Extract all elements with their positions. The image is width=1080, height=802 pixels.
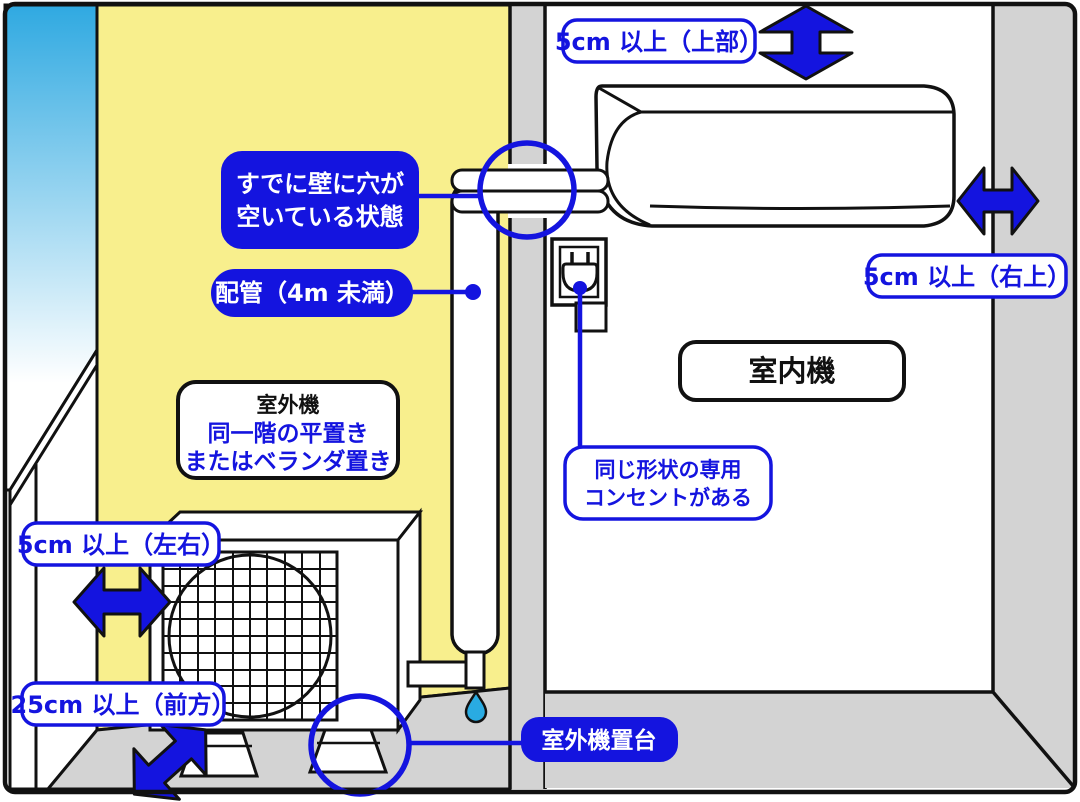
outdoor-unit-side [396, 507, 422, 735]
top-clearance-arrow-icon [758, 4, 854, 81]
outdoor-unit-title-text: 室外機 [257, 393, 320, 417]
piping-label: 配管（4m 未満） [211, 269, 413, 317]
drain-stub [464, 650, 486, 690]
indoor-wall-floor-lines [545, 5, 1076, 789]
wall-hole-text-line2: 空いている状態 [236, 203, 403, 231]
indoor-room [545, 5, 1076, 789]
pipe-upper [450, 168, 610, 193]
plug-prongs-icon [570, 252, 590, 264]
outdoor-unit-box [176, 380, 400, 480]
wall-hole-text-line1: すでに壁に穴が [236, 170, 404, 198]
indoor-unit-panel-seam [649, 204, 951, 210]
top-clearance-box [561, 18, 757, 64]
wall-hole-box [221, 151, 419, 249]
outlet-text-line2: コンセントがある [584, 486, 752, 510]
indoor-unit-text: 室内機 [748, 354, 835, 388]
top-clearance-label: 5cm 以上（上部） [555, 18, 763, 64]
indoor-unit [594, 84, 956, 228]
front-clearance-label: 25cm 以上（前方） [11, 681, 236, 727]
side-clearance-label: 5cm 以上（左右） [17, 521, 225, 567]
front-clearance-text: 25cm 以上（前方） [11, 691, 236, 719]
right-clearance-text: 5cm 以上（右上） [863, 263, 1071, 291]
outlet-box [563, 445, 773, 521]
front-clearance-arrow-icon [132, 723, 208, 801]
indoor-unit-left-cap [605, 110, 651, 227]
side-clearance-box [21, 521, 221, 567]
drain-elbow [406, 660, 468, 688]
indoor-unit-label: 室内機 [678, 340, 906, 402]
grille-grid [163, 552, 337, 720]
side-clearance-text: 5cm 以上（左右） [17, 531, 225, 559]
stand-text: 室外機置台 [542, 727, 657, 754]
partition-wall [508, 5, 547, 789]
outdoor-unit-label: 室外機 同一階の平置き またはベランダ置き [176, 380, 400, 480]
indoor-gray-structure [545, 5, 1073, 788]
piping-text: 配管（4m 未満） [215, 279, 409, 307]
stand-right [307, 728, 389, 774]
outdoor-unit-text-line1: 同一階の平置き [208, 421, 369, 447]
front-clearance-box [20, 681, 226, 727]
wall-hole-highlight-circle [477, 140, 577, 240]
power-outlet [550, 237, 608, 449]
stand-box [521, 717, 678, 762]
railing-top-edge [8, 364, 99, 506]
right-clearance-arrow-icon [956, 166, 1040, 236]
outlet-text-line1: 同じ形状の専用 [595, 458, 742, 482]
vertical-pipe [450, 180, 500, 656]
right-clearance-label: 5cm 以上（右上） [863, 253, 1071, 299]
piping-connector-dot [465, 284, 481, 300]
right-clearance-box [866, 253, 1068, 299]
side-clearance-arrow-icon [72, 566, 172, 638]
balcony-railing [8, 344, 99, 791]
fan-circle [167, 553, 333, 719]
piping-box [211, 269, 413, 317]
outdoor-unit-text-line2: またはベランダ置き [185, 448, 392, 475]
water-drop-icon [464, 689, 488, 724]
stand-label: 室外機置台 [521, 717, 678, 762]
refrigerant-piping [406, 164, 610, 724]
indoor-unit-box [678, 340, 906, 402]
outlet-connector-dot [573, 281, 587, 295]
wall-hole-label: すでに壁に穴が 空いている状態 [221, 151, 419, 249]
indoor-unit-body [594, 84, 956, 228]
outlet-label: 同じ形状の専用 コンセントがある [563, 445, 773, 521]
top-clearance-text: 5cm 以上（上部） [555, 28, 763, 56]
